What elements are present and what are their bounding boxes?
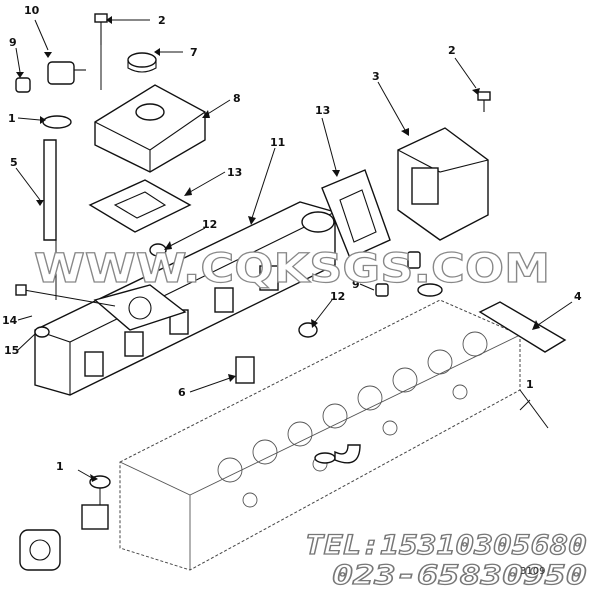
watermark: WWW.CQKSGS.COM — [34, 246, 550, 292]
callout-13-right: 13 — [315, 104, 330, 117]
manifold-fitting — [375, 251, 421, 297]
exhaust-cover — [94, 84, 206, 173]
callout-2-right: 2 — [448, 44, 456, 57]
callout-labels: 10 2 9 7 8 1 5 13 2 3 13 11 12 12 9 14 1… — [2, 4, 582, 473]
callout-7: 7 — [190, 46, 198, 59]
callout-1-lower: 1 — [56, 460, 64, 473]
exhaust-port-gasket — [235, 356, 255, 384]
callout-11: 11 — [270, 136, 285, 149]
callout-1-upper: 1 — [8, 112, 16, 125]
callout-12-upper: 12 — [202, 218, 217, 231]
callout-13-left: 13 — [227, 166, 242, 179]
turbo-outlet-housing — [397, 127, 489, 241]
elbow-hose — [314, 444, 361, 464]
callout-1-right: 1 — [526, 378, 534, 391]
elbow-fitting — [47, 61, 86, 85]
callout-10: 10 — [24, 4, 40, 17]
manifold-flange — [93, 284, 187, 331]
cover-gasket — [88, 179, 192, 233]
callout-9-left: 9 — [9, 36, 17, 49]
callout-8: 8 — [233, 92, 241, 105]
leader-lines — [15, 16, 573, 505]
water-outlet-connection — [19, 504, 109, 571]
long-bolt — [15, 284, 116, 307]
callout-6: 6 — [178, 386, 186, 399]
callout-2-top: 2 — [158, 14, 166, 27]
callout-4: 4 — [574, 290, 582, 303]
cylinder-head-valve-seats — [217, 331, 488, 508]
hose-clamp-upper — [42, 115, 72, 129]
bolt-washer — [34, 326, 50, 338]
cover-cap — [127, 52, 157, 73]
contact-tel: TEL:15310305680 — [305, 530, 587, 561]
bypass-tube — [478, 301, 567, 353]
callout-5: 5 — [10, 156, 18, 169]
turbo-gasket — [321, 169, 391, 259]
exhaust-manifold — [34, 201, 336, 396]
hose-clamp-right — [417, 283, 443, 297]
cap-screw-top — [94, 13, 108, 45]
drawing-code: 3109 — [520, 566, 545, 577]
coolant-tube — [43, 139, 57, 241]
callout-3: 3 — [372, 70, 380, 83]
callout-12-lower: 12 — [330, 290, 345, 303]
seal-ring-b — [149, 243, 167, 257]
contact-phone: 023-65830950 — [332, 560, 587, 591]
callout-14: 14 — [2, 314, 18, 327]
cap-screw-right — [477, 91, 491, 112]
callout-15: 15 — [4, 344, 19, 357]
small-fitting — [15, 77, 31, 93]
callout-9-right: 9 — [352, 278, 360, 291]
